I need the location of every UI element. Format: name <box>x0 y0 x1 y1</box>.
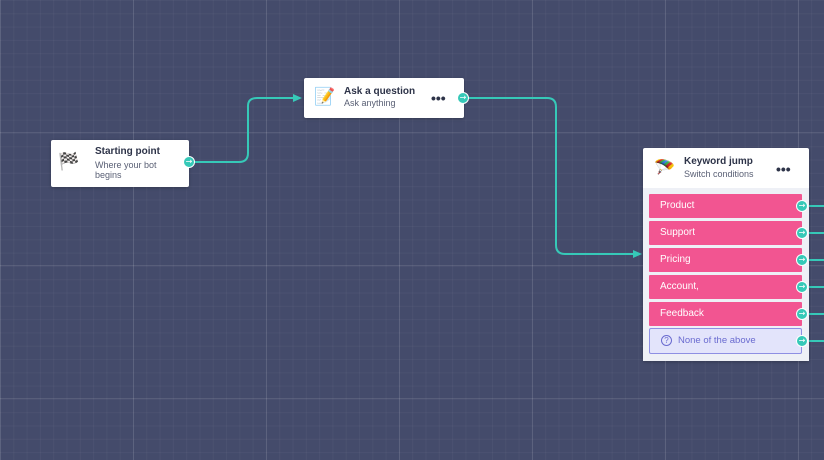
start-output-port[interactable]: → <box>183 156 195 168</box>
question-output-port[interactable]: → <box>457 92 469 104</box>
support-output-port[interactable]: → <box>796 227 808 239</box>
fallback-label: None of the above <box>678 335 756 346</box>
edge-arrowhead <box>633 250 642 258</box>
none-output-port[interactable]: → <box>796 335 808 347</box>
node-subtitle: Switch conditions <box>684 169 754 179</box>
condition-none-of-the-above[interactable]: ? None of the above <box>649 328 802 354</box>
feedback-output-port[interactable]: → <box>796 308 808 320</box>
account-output-port[interactable]: → <box>796 281 808 293</box>
node-subtitle: Where your bot begins <box>95 160 157 180</box>
node-subtitle: Ask anything <box>344 98 396 108</box>
condition-feedback[interactable]: Feedback <box>649 302 802 326</box>
checkered-flag-icon: 🏁 <box>58 152 80 172</box>
edge-arrowhead <box>293 94 302 102</box>
condition-support[interactable]: Support <box>649 221 802 245</box>
ask-question-node[interactable]: 📝 Ask a question Ask anything ••• <box>304 78 464 118</box>
node-menu-button[interactable]: ••• <box>776 161 791 177</box>
node-title: Starting point <box>95 146 160 157</box>
edge-start-to-question <box>194 97 300 163</box>
starting-point-node[interactable]: 🏁 Starting point Where your bot begins <box>51 140 189 187</box>
node-title: Keyword jump <box>684 156 753 167</box>
memo-icon: 📝 <box>314 87 336 107</box>
keyword-jump-node[interactable]: 🪂 Keyword jump Switch conditions ••• Pro… <box>643 148 809 361</box>
condition-product[interactable]: Product <box>649 194 802 218</box>
product-output-port[interactable]: → <box>796 200 808 212</box>
node-subtitle-line: Where your bot <box>95 160 157 170</box>
question-circle-icon: ? <box>661 335 672 346</box>
edge-question-to-keyword <box>468 97 640 255</box>
parachute-icon: 🪂 <box>654 158 676 178</box>
conditions-list: Product Support Pricing Account, Feedbac… <box>643 188 809 361</box>
node-title: Ask a question <box>344 86 416 97</box>
condition-account[interactable]: Account, <box>649 275 802 299</box>
pricing-output-port[interactable]: → <box>796 254 808 266</box>
condition-pricing[interactable]: Pricing <box>649 248 802 272</box>
node-menu-button[interactable]: ••• <box>431 90 446 106</box>
node-subtitle-line: begins <box>95 170 122 180</box>
